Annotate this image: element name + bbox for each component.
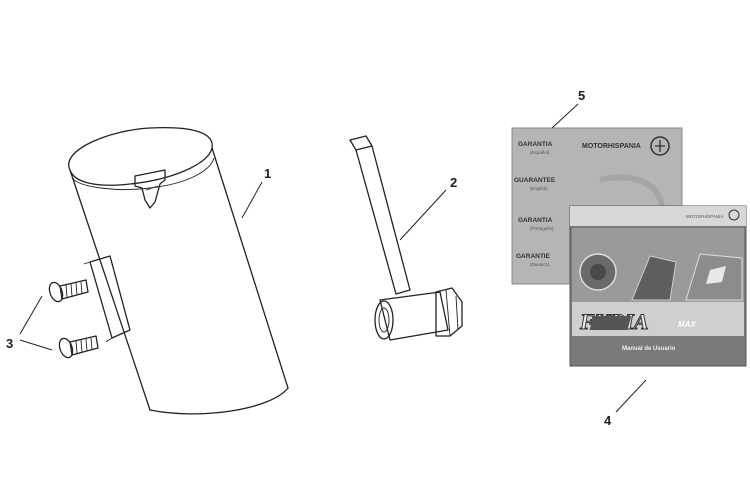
motorhispania-logo-icon bbox=[650, 136, 670, 156]
leader-line-2 bbox=[399, 189, 447, 241]
scooter-side-photo bbox=[631, 255, 677, 301]
warranty-brand: MOTORHISPANIA bbox=[582, 143, 641, 150]
leader-line-1 bbox=[241, 181, 263, 219]
leader-line-5 bbox=[551, 103, 579, 129]
warranty-section-4-language: (Deutsch) bbox=[530, 262, 550, 267]
warranty-section-2-title: GUARANTEE bbox=[514, 177, 556, 184]
leader-line-4 bbox=[615, 379, 647, 413]
leader-lines bbox=[19, 103, 647, 413]
warranty-section-3-language: (Português) bbox=[530, 226, 554, 231]
manual-model-suffix: MAX bbox=[678, 320, 696, 329]
warranty-section-1-title: GARANTIA bbox=[518, 141, 553, 148]
leader-line-3a bbox=[19, 295, 43, 335]
callout-1: 1 bbox=[264, 166, 271, 181]
manual-brand: MOTORHISPANIA bbox=[686, 214, 723, 219]
user-manual: MOTORHISPANIA FURIA MAX Manual de Usuari… bbox=[569, 205, 747, 367]
manual-title: Manual de Usuario bbox=[622, 346, 676, 352]
warranty-section-3-title: GARANTIA bbox=[518, 217, 553, 224]
leader-line-3b bbox=[19, 339, 53, 351]
spark-plug-wrench bbox=[349, 135, 463, 341]
warranty-section-1-language: (Español) bbox=[530, 150, 550, 155]
callout-5: 5 bbox=[578, 88, 585, 103]
callout-3: 3 bbox=[6, 336, 13, 351]
manual-logo-icon bbox=[728, 209, 740, 221]
callout-4: 4 bbox=[604, 413, 612, 428]
warranty-section-2-language: (English) bbox=[530, 186, 548, 191]
screw-lower bbox=[58, 335, 99, 359]
screw-upper bbox=[48, 279, 89, 303]
document-holder-tube bbox=[68, 126, 289, 415]
warranty-section-4-title: GARANTIE bbox=[516, 253, 551, 260]
callout-2: 2 bbox=[450, 175, 457, 190]
